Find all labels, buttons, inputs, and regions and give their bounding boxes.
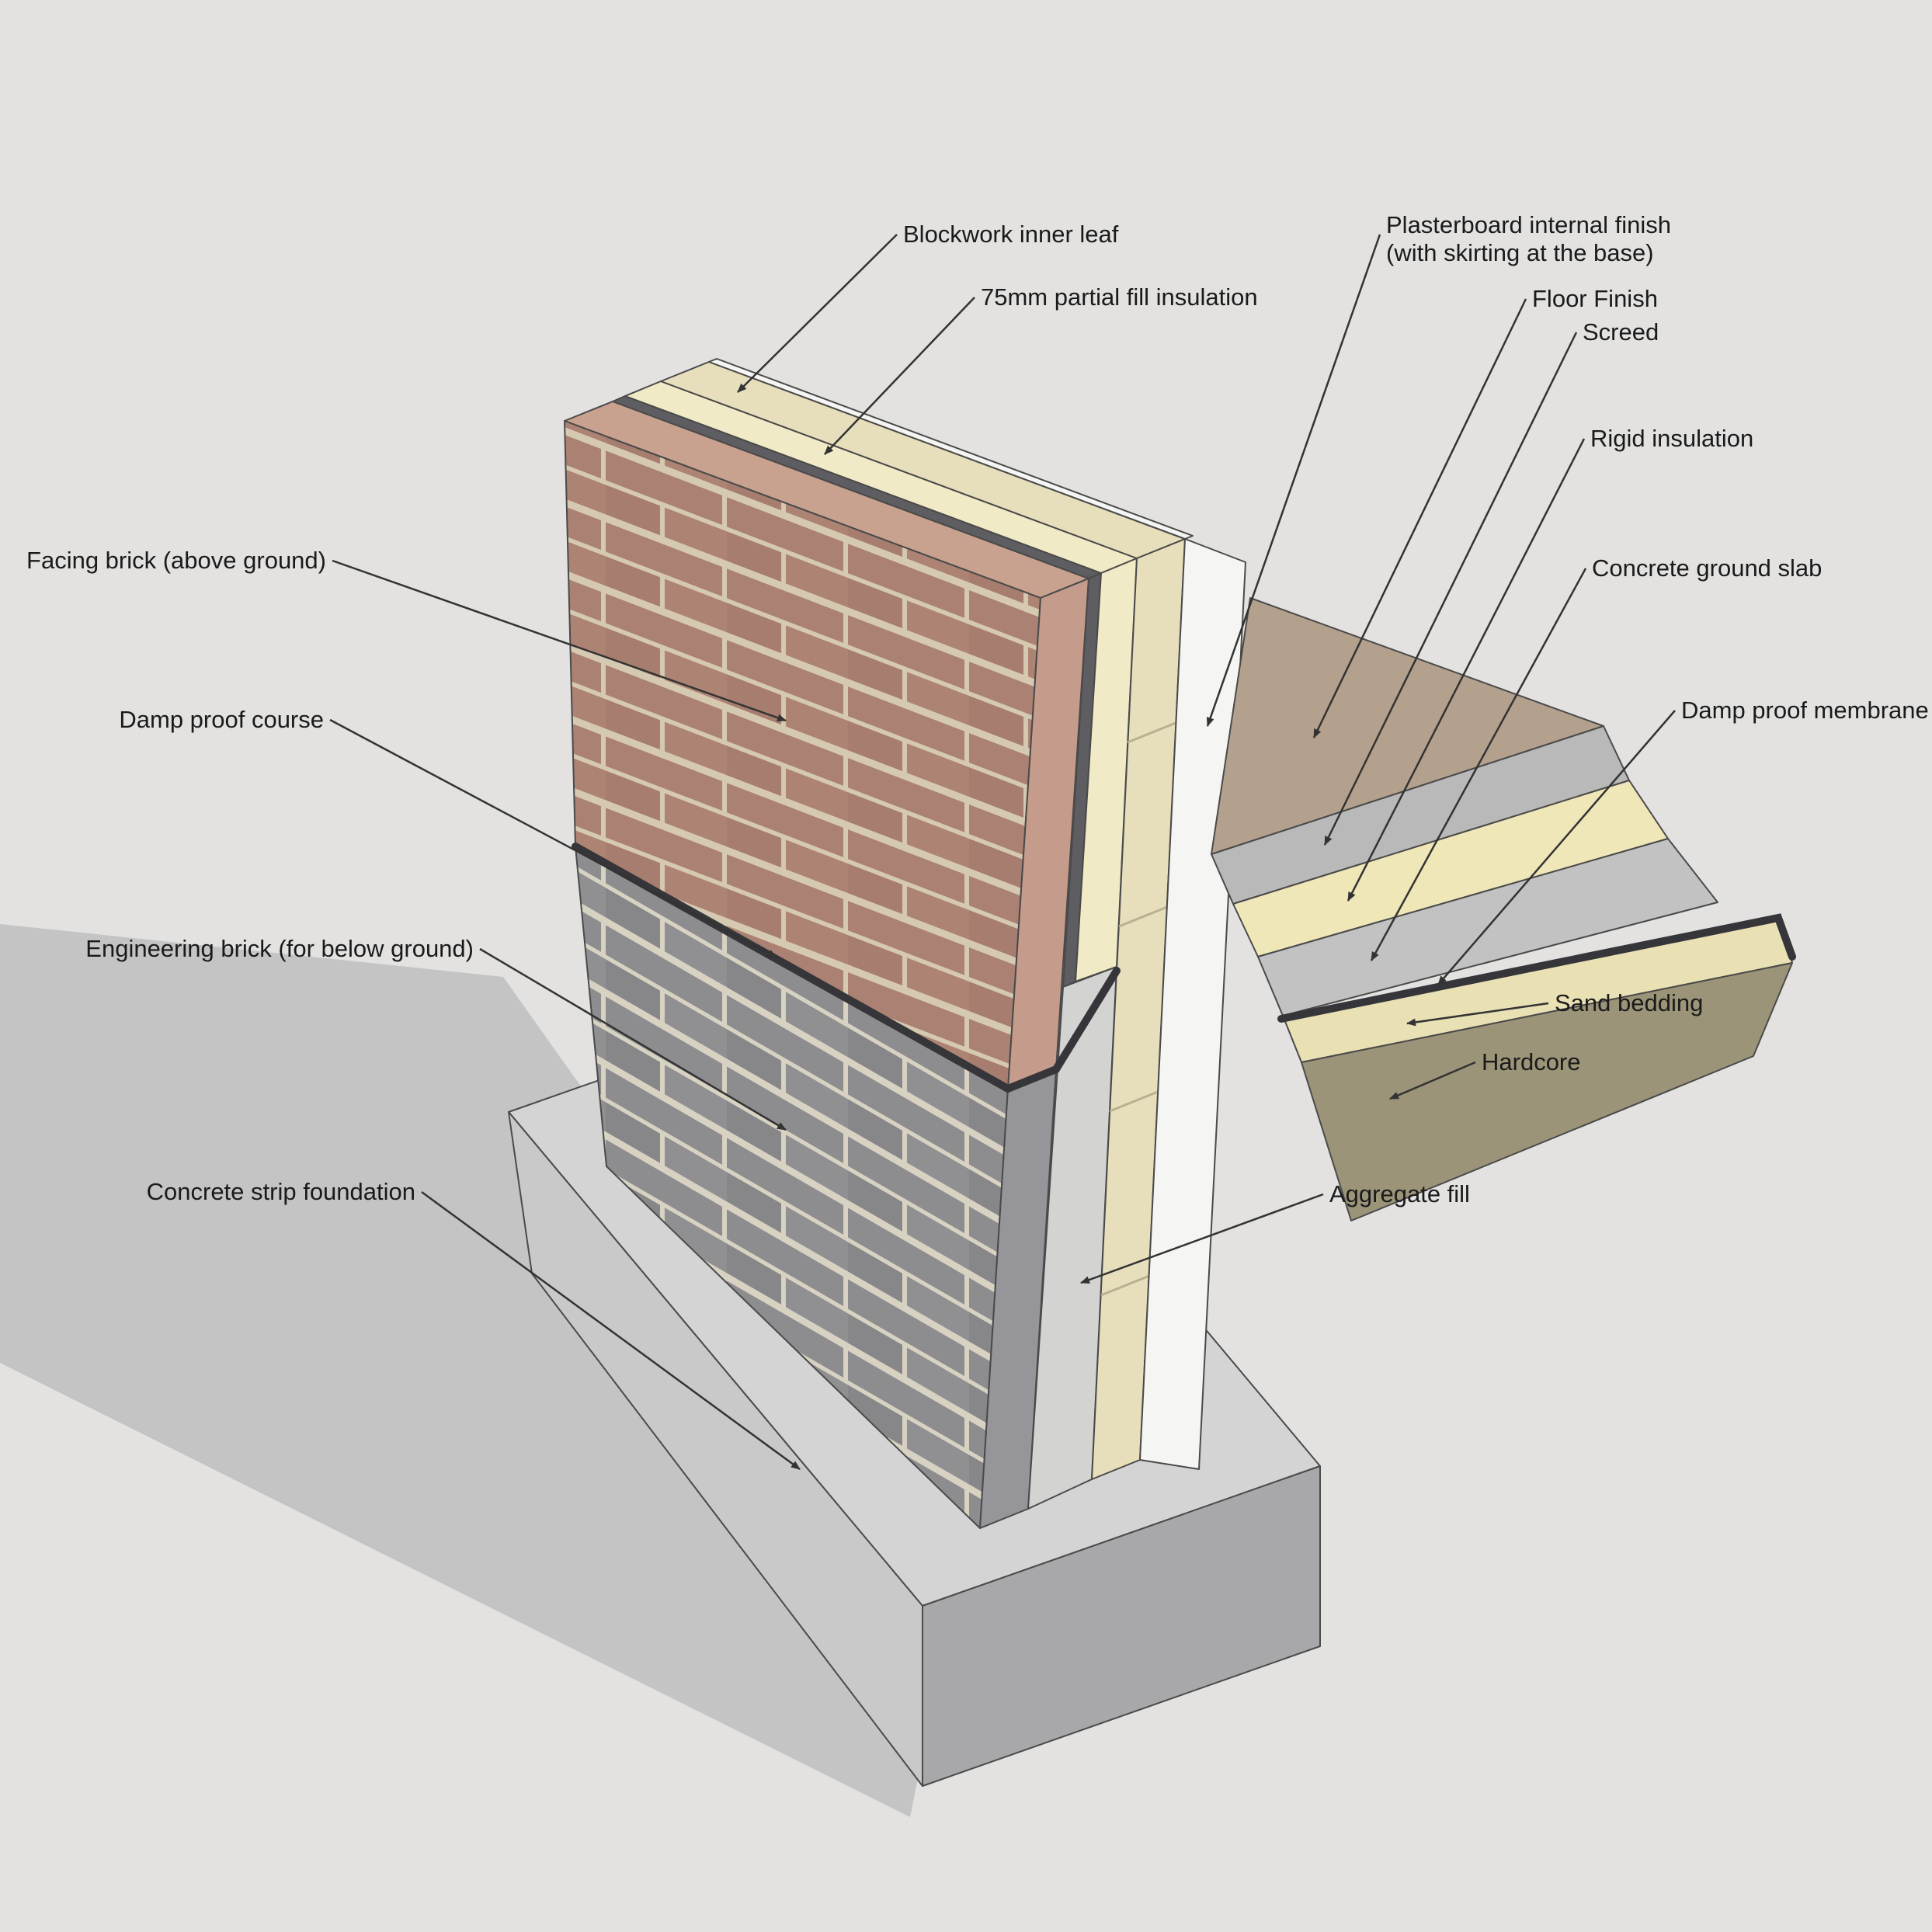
- labels: Blockwork inner leaf 75mm partial fill i…: [26, 211, 1929, 1208]
- label-concrete-strip-foundation: Concrete strip foundation: [147, 1178, 415, 1205]
- plasterboard-panel: [1139, 538, 1246, 1470]
- leader-blockwork-inner-leaf: [737, 234, 898, 393]
- wall-group: [564, 358, 1246, 1529]
- damp-proof-course-line: [572, 843, 1012, 1093]
- leader-aggregate-fill: [1080, 1193, 1324, 1284]
- damp-proof-membrane-line: [1277, 913, 1796, 1023]
- label-plasterboard-line2: (with skirting at the base): [1386, 239, 1654, 266]
- cast-shadow: [0, 924, 952, 1817]
- leader-sand-bedding: [1406, 1002, 1549, 1027]
- label-damp-proof-course: Damp proof course: [119, 706, 324, 733]
- block-joint: [1118, 905, 1168, 928]
- label-blockwork-inner-leaf: Blockwork inner leaf: [903, 221, 1119, 248]
- label-aggregate-fill: Aggregate fill: [1329, 1180, 1470, 1208]
- label-concrete-ground-slab: Concrete ground slab: [1592, 554, 1822, 582]
- label-damp-proof-membrane: Damp proof membrane: [1681, 697, 1929, 724]
- block-joint: [1109, 1090, 1159, 1113]
- label-engineering-brick: Engineering brick (for below ground): [85, 935, 474, 962]
- label-partial-fill-insulation: 75mm partial fill insulation: [981, 283, 1258, 311]
- dpc-cavity-tray: [1004, 967, 1121, 1093]
- label-plasterboard-line1: Plasterboard internal finish: [1386, 211, 1671, 238]
- leader-hardcore: [1389, 1061, 1476, 1100]
- label-floor-finish: Floor Finish: [1532, 285, 1658, 312]
- leader-floor-finish: [1312, 298, 1527, 738]
- block-joint: [1127, 721, 1176, 744]
- leader-engineering-brick: [479, 947, 787, 1131]
- leader-partial-fill-insulation: [824, 297, 975, 455]
- leader-lines: [329, 234, 1676, 1471]
- leader-facing-brick: [332, 559, 787, 722]
- leader-concrete-strip-foundation: [421, 1190, 801, 1471]
- leader-concrete-ground-slab: [1370, 568, 1587, 961]
- label-hardcore: Hardcore: [1482, 1048, 1581, 1075]
- hardcore-layer: [1301, 962, 1793, 1221]
- label-facing-brick: Facing brick (above ground): [26, 547, 326, 574]
- leader-screed: [1323, 332, 1578, 846]
- label-screed: Screed: [1583, 318, 1659, 346]
- leader-damp-proof-course: [329, 718, 777, 959]
- leader-plasterboard: [1206, 234, 1381, 727]
- plasterboard-top-face: [708, 358, 1194, 540]
- block-joint: [1100, 1274, 1150, 1297]
- leader-damp-proof-membrane: [1437, 710, 1676, 985]
- label-rigid-insulation: Rigid insulation: [1590, 425, 1753, 452]
- leader-rigid-insulation: [1346, 438, 1586, 902]
- foundation-right-face: [922, 1465, 1321, 1787]
- label-sand-bedding: Sand bedding: [1555, 989, 1703, 1016]
